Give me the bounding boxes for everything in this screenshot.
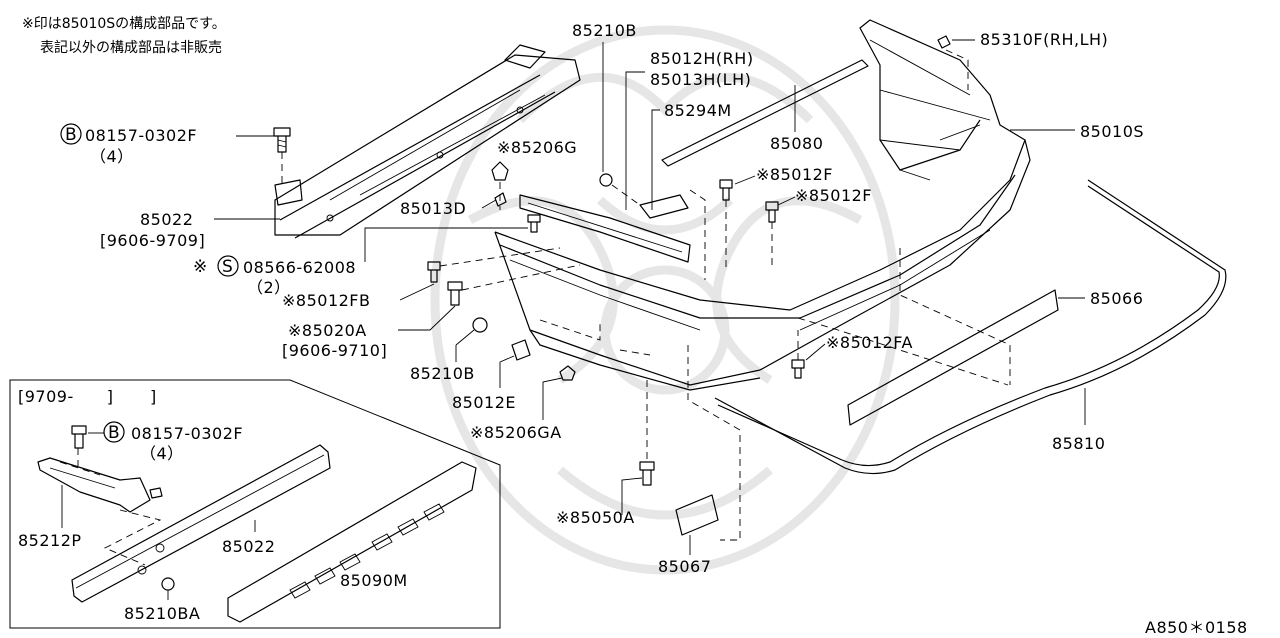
- s-circle-icon: [217, 255, 239, 277]
- label-85050A[interactable]: ※85050A: [556, 508, 635, 527]
- b-circle-letter: B: [65, 125, 77, 145]
- label-85066[interactable]: 85066: [1090, 289, 1143, 308]
- label-08157-qty: （4）: [90, 147, 134, 166]
- label-85067[interactable]: 85067: [658, 557, 711, 576]
- label-85210B-mid[interactable]: 85210B: [410, 364, 475, 383]
- screw-85012F-a-icon[interactable]: [719, 179, 733, 201]
- label-85210B-top[interactable]: 85210B: [572, 21, 637, 40]
- molding-85066-drawing[interactable]: [847, 289, 1059, 426]
- inset-label-reinforcement[interactable]: 85022: [222, 537, 275, 556]
- reinforcement-85022-inset-drawing[interactable]: [71, 444, 331, 603]
- bolt-08566-icon[interactable]: [527, 214, 541, 233]
- label-85012E[interactable]: 85012E: [452, 393, 516, 412]
- note-line-2: 表記以外の構成部品は非販売: [40, 39, 222, 56]
- clip-85210B-mid-icon[interactable]: [472, 317, 488, 333]
- label-85022-period: [9606-9709]: [100, 231, 205, 250]
- label-85206G[interactable]: ※85206G: [497, 138, 577, 157]
- label-85080[interactable]: 85080: [770, 134, 823, 153]
- bolt-85050A-icon[interactable]: [639, 461, 655, 486]
- s-circle-letter: S: [222, 257, 233, 277]
- label-85310F[interactable]: 85310F(RH,LH): [980, 30, 1108, 49]
- inset-period: [9709- ]: [18, 387, 113, 406]
- label-08566-qty: （2）: [247, 278, 291, 297]
- inset-label-clip[interactable]: 85210BA: [124, 604, 200, 623]
- inset-b-circle-letter: B: [108, 423, 120, 443]
- label-85012FA[interactable]: ※85012FA: [826, 333, 913, 352]
- label-85012F-b[interactable]: ※85012F: [795, 186, 872, 205]
- label-85810[interactable]: 85810: [1052, 434, 1105, 453]
- bracket-85012H-drawing[interactable]: [519, 194, 691, 263]
- label-85294M[interactable]: 85294M: [664, 101, 732, 120]
- reinforcement-85022-drawing[interactable]: [274, 44, 581, 239]
- bumper-fascia-85010S-drawing[interactable]: [494, 19, 1031, 391]
- label-85012H[interactable]: 85012H(RH): [650, 49, 754, 68]
- molding-85810-drawing[interactable]: [714, 179, 1227, 475]
- label-85013D[interactable]: 85013D: [400, 199, 466, 218]
- nut-85206G-icon[interactable]: [491, 161, 509, 181]
- nut-85206GA-icon[interactable]: [559, 365, 576, 381]
- absorber-85090M-drawing[interactable]: [227, 461, 477, 623]
- inset-label-bolt-qty: （4）: [140, 444, 184, 463]
- inset-panel: [9, 379, 501, 629]
- clip-85310F-icon[interactable]: [937, 35, 951, 49]
- inset-label-bracket[interactable]: 85212P: [18, 531, 82, 550]
- clip-85210B-icon[interactable]: [599, 173, 613, 187]
- note-line-1: ※印は85010Sの構成部品です。: [22, 16, 226, 32]
- label-85012F-a[interactable]: ※85012F: [756, 165, 833, 184]
- screw-85012FA-icon[interactable]: [791, 359, 805, 379]
- label-85206GA[interactable]: ※85206GA: [470, 423, 562, 442]
- reflector-85067-drawing[interactable]: [675, 494, 719, 536]
- asterisk-08566: ※: [193, 257, 207, 277]
- bracket-85212P-drawing[interactable]: [37, 457, 163, 513]
- bolt-85020A-icon[interactable]: [447, 281, 463, 306]
- watermark-emblem: [430, 25, 900, 575]
- inset-label-bolt[interactable]: 08157-0302F: [131, 424, 243, 443]
- label-08566-62008[interactable]: 08566-62008: [243, 258, 356, 277]
- label-85020A-period: [9606-9710]: [282, 341, 387, 360]
- diagram-ref-code: A850＊0158: [1145, 618, 1248, 637]
- clip-85210BA-icon[interactable]: [161, 577, 175, 591]
- inset-b-circle-icon: [103, 421, 125, 443]
- b-circle-icon: [60, 123, 82, 145]
- label-08157-0302F[interactable]: 08157-0302F: [85, 126, 197, 145]
- bracket-85012E-icon[interactable]: [511, 339, 531, 361]
- label-85012FB[interactable]: ※85012FB: [282, 291, 370, 310]
- label-85022[interactable]: 85022: [140, 210, 193, 229]
- inset-close-bracket: ]: [150, 387, 157, 406]
- bracket-85294M-drawing[interactable]: [639, 194, 689, 219]
- inset-bolt-icon[interactable]: [71, 425, 87, 449]
- label-85020A[interactable]: ※85020A: [288, 321, 367, 340]
- inset-label-absorber[interactable]: 85090M: [340, 571, 408, 590]
- label-85013H[interactable]: 85013H(LH): [650, 70, 751, 89]
- label-85010S[interactable]: 85010S: [1080, 122, 1144, 141]
- screw-85012FB-icon[interactable]: [427, 261, 441, 283]
- bolt-08157-icon[interactable]: [273, 127, 291, 185]
- bracket-85013D-icon[interactable]: [494, 192, 507, 207]
